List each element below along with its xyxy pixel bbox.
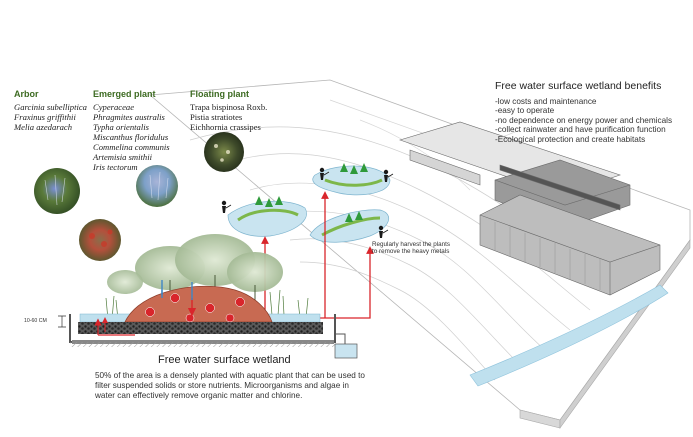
- wetland-section: [58, 234, 358, 359]
- species-item: Trapa bispinosa Roxb.: [190, 102, 268, 112]
- harvest-note-line: to remove the heavy metals: [372, 248, 450, 256]
- wetland-description: 50% of the area is a densely planted wit…: [95, 371, 365, 401]
- greenhouse-buildings: [399, 121, 661, 296]
- tree-icon: [255, 163, 368, 222]
- category-list-floating: Trapa bispinosa Roxb. Pistia stratiotes …: [190, 102, 267, 132]
- benefits-list: -low costs and maintenance -easy to oper…: [495, 97, 672, 144]
- plant-photos: [34, 132, 244, 261]
- category-heading-floating: Floating plant: [190, 89, 249, 99]
- category-heading-emerged: Emerged plant: [93, 89, 156, 99]
- benefit-item: -low costs and maintenance: [495, 97, 597, 106]
- wetland-ponds: [227, 163, 391, 243]
- species-item: Commelina communis: [93, 142, 170, 152]
- category-heading-arbor: Arbor: [14, 89, 39, 99]
- photo-emerged-2: [79, 219, 121, 261]
- person-harvesting-icon: [221, 167, 394, 238]
- species-item: Phragmites australis: [93, 112, 165, 122]
- harvest-note-line: Regularly harvest the plants: [372, 241, 451, 248]
- species-item: Cyperaceae: [93, 102, 135, 112]
- category-list-arbor: Garcinia subelliptica Fraxinus griffithi…: [14, 102, 87, 132]
- benefit-item: -Ecological protection and create habita…: [495, 134, 646, 144]
- species-item: Melia azedarach: [14, 122, 72, 132]
- species-item: Artemisia smithii: [93, 152, 152, 162]
- species-item: Typha orientalis: [93, 122, 149, 132]
- benefits-title: Free water surface wetland benefits: [495, 80, 662, 92]
- photo-floating: [204, 132, 244, 172]
- species-item: Fraxinus griffithii: [14, 112, 76, 122]
- wetland-title: Free water surface wetland: [158, 354, 291, 366]
- species-item: Pistia stratiotes: [190, 112, 243, 122]
- benefit-item: -easy to operate: [495, 106, 555, 116]
- harvest-note: Regularly harvest the plants to remove t…: [372, 241, 450, 256]
- photo-emerged-1: [136, 165, 178, 207]
- category-list-emerged: Cyperaceae Phragmites australis Typha or…: [93, 102, 170, 172]
- species-item: Garcinia subelliptica: [14, 102, 87, 112]
- photo-arbor: [34, 168, 80, 214]
- benefit-item: -no dependence on energy power and chemi…: [495, 115, 673, 125]
- species-item: Iris tectorum: [93, 162, 138, 172]
- species-item: Eichhornia crassipes: [190, 122, 261, 132]
- benefit-item: -collect rainwater and have purification…: [495, 125, 666, 135]
- depth-label: 10-60 CM: [24, 318, 47, 324]
- species-item: Miscanthus floridulus: [93, 132, 169, 142]
